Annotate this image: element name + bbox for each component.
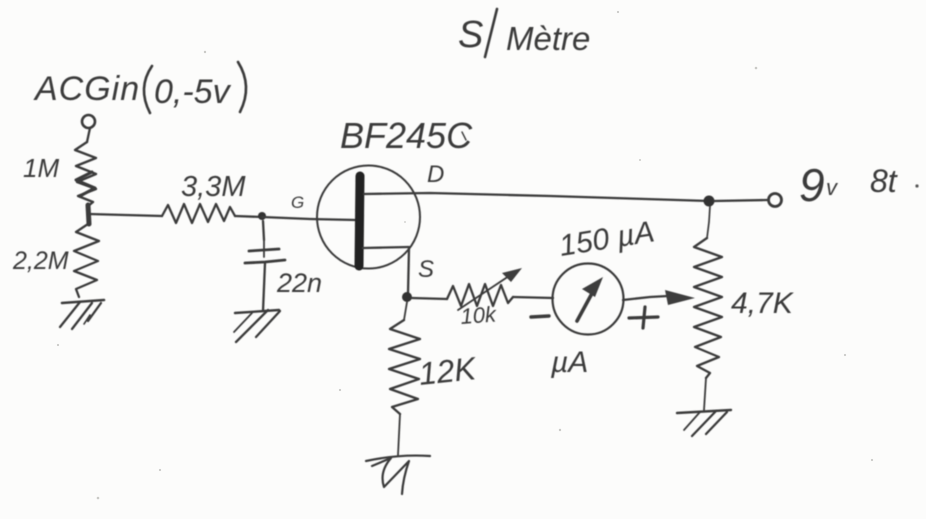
svg-text:G: G (291, 193, 304, 212)
svg-text:BF245C: BF245C (340, 115, 473, 156)
svg-text:S: S (458, 14, 483, 56)
svg-text:8t: 8t (870, 163, 898, 199)
svg-text:9: 9 (799, 159, 825, 211)
svg-text:2,2M: 2,2M (12, 247, 69, 275)
svg-text:22n: 22n (276, 268, 322, 298)
svg-text:v: v (826, 175, 839, 200)
svg-text:Mètre: Mètre (506, 20, 590, 57)
svg-text:D: D (427, 161, 444, 188)
svg-text:12K: 12K (417, 350, 479, 392)
svg-text:10k: 10k (460, 302, 498, 329)
svg-text:1M: 1M (23, 153, 59, 183)
svg-text:ACGin: ACGin (33, 70, 140, 108)
svg-text:S: S (418, 256, 434, 283)
svg-text:µA: µA (550, 346, 588, 379)
svg-text:4,7K: 4,7K (731, 287, 795, 320)
svg-text:3,3M: 3,3M (181, 171, 246, 203)
svg-text:0,-5v: 0,-5v (154, 73, 232, 111)
